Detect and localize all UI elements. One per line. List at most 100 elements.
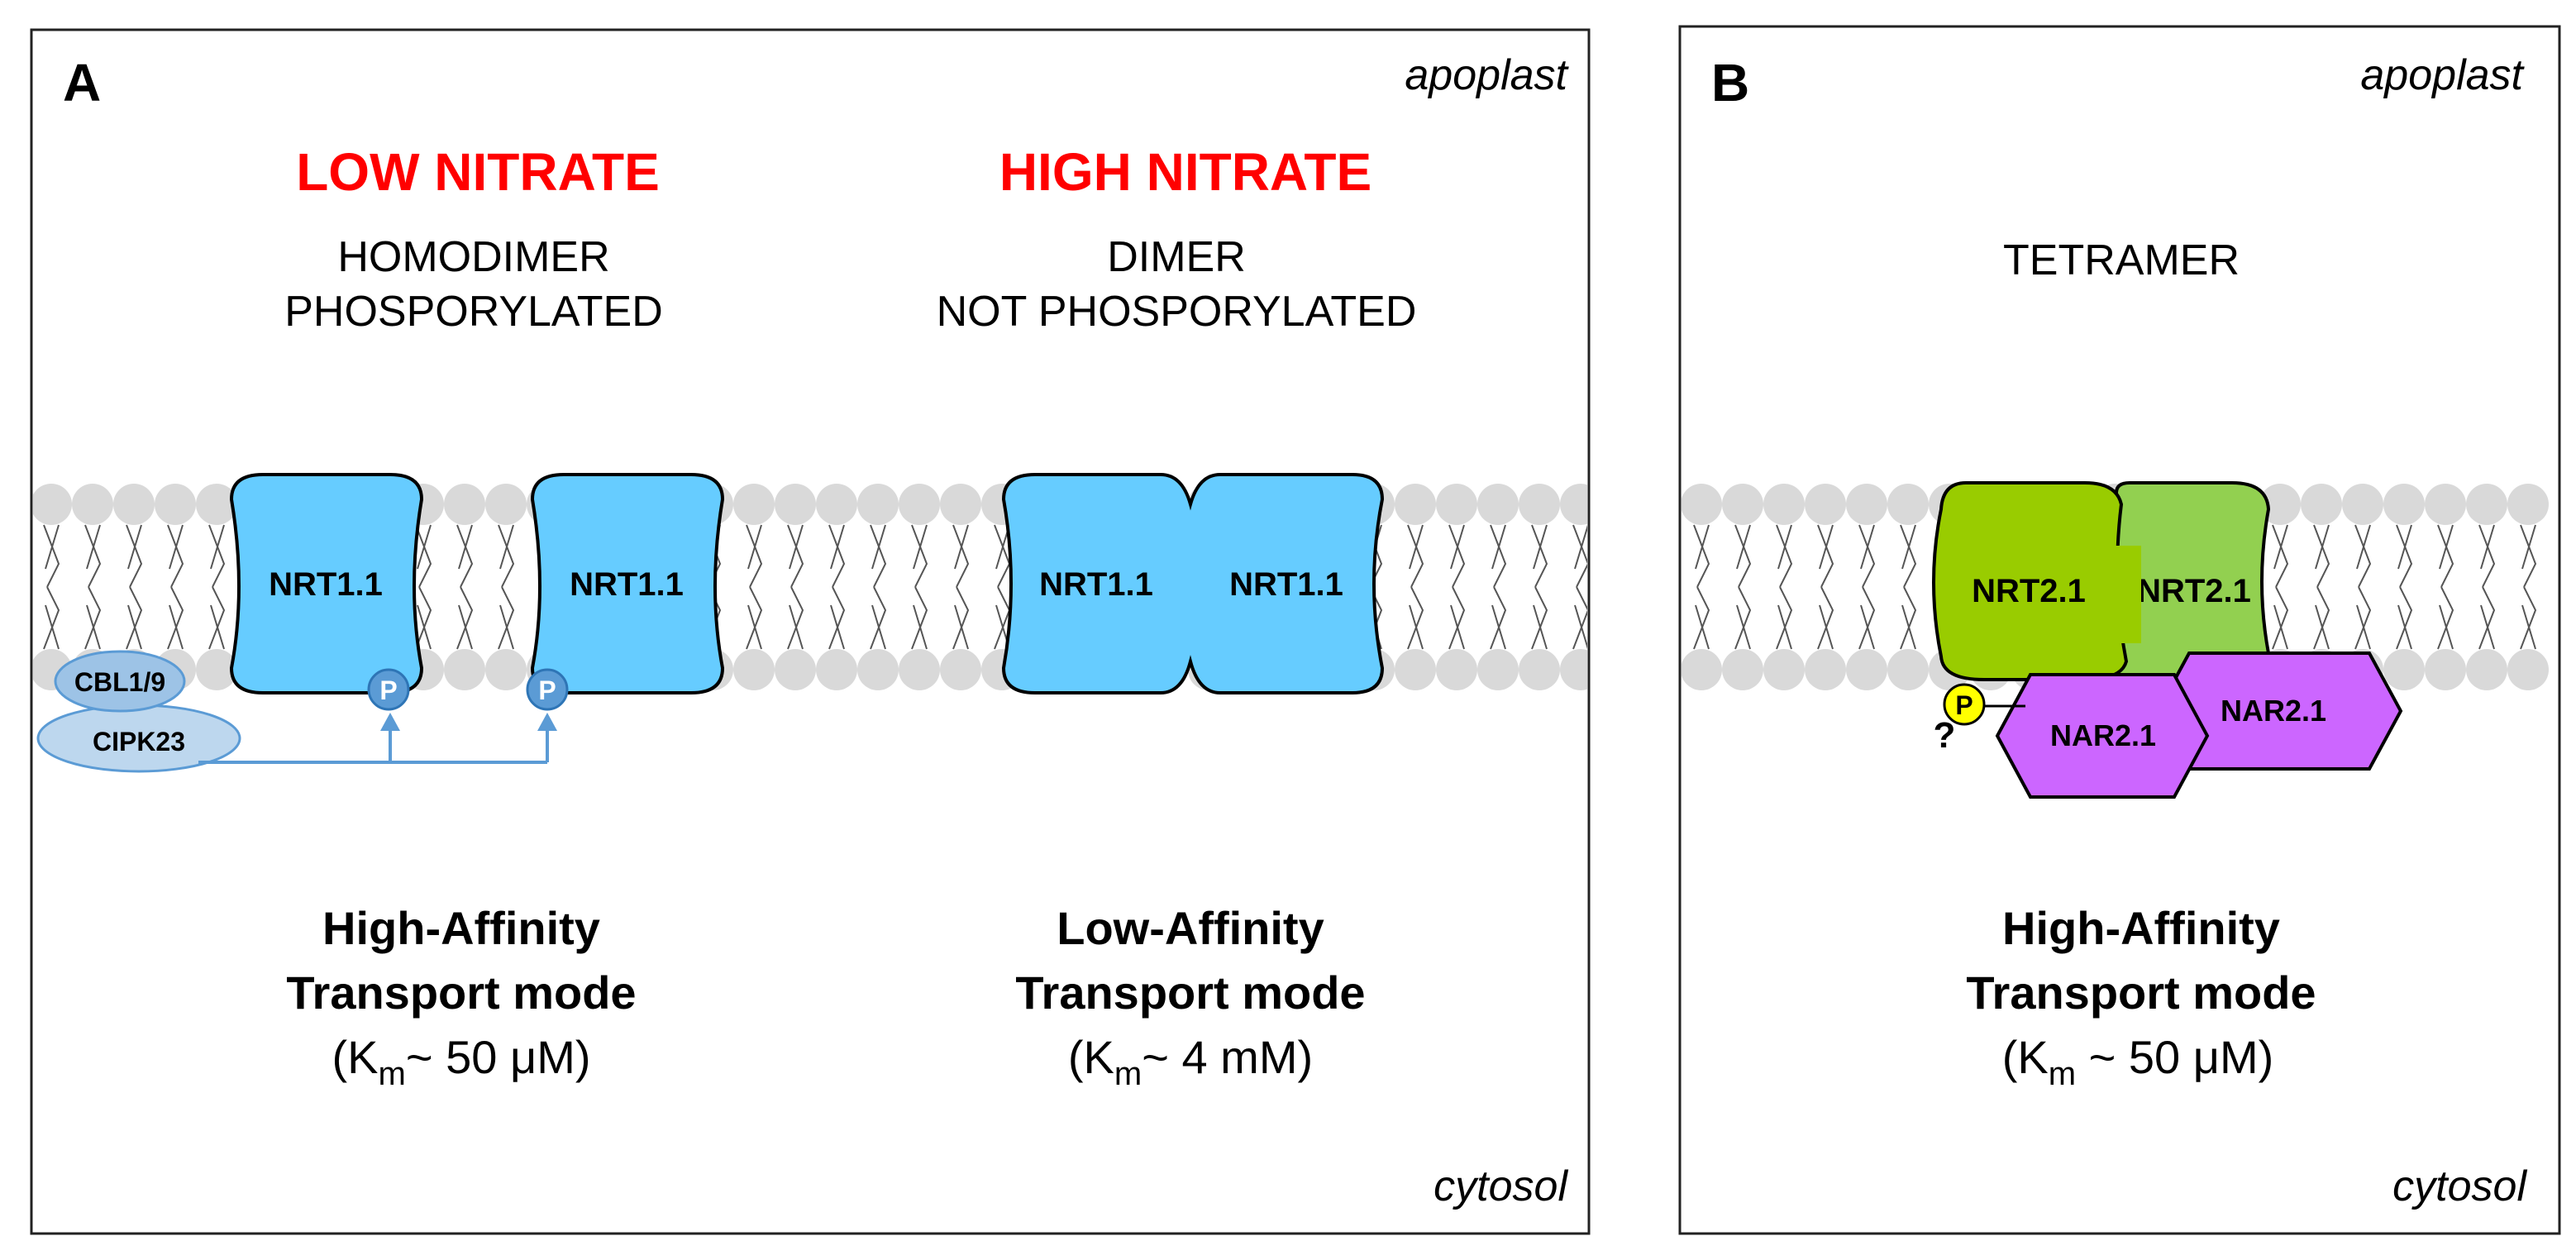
low-nitrate-title: LOW NITRATE: [296, 142, 660, 202]
lipid-tail: [2396, 524, 2413, 650]
lipid-tail: [2520, 524, 2537, 650]
lipid-head: [1682, 484, 1722, 525]
nar2-left-label: NAR2.1: [2050, 718, 2156, 752]
lipid-head: [196, 484, 237, 525]
high-km-sub: m: [1114, 1056, 1142, 1092]
lipid-tail: [870, 524, 887, 650]
lipid-head: [2466, 649, 2507, 690]
phospho-question: ?: [1934, 715, 1956, 756]
lipid-head: [775, 484, 816, 525]
low-km-open: (K: [332, 1031, 379, 1083]
lipid-head: [1560, 484, 1587, 525]
lipid-head: [1763, 484, 1805, 525]
lipid-tail: [415, 524, 432, 650]
lipid-head: [2301, 484, 2342, 525]
lipid-head: [1395, 649, 1436, 690]
arrowhead-left: [380, 713, 400, 731]
lipid-head: [733, 649, 775, 690]
lipid-head: [857, 484, 899, 525]
b-km-sub: m: [2049, 1056, 2076, 1092]
phospho-label-right: P: [538, 675, 556, 705]
lipid-tail: [2437, 524, 2454, 650]
low-km-value: ~ 50 μM): [406, 1031, 591, 1083]
lipid-head: [899, 649, 940, 690]
low-state-line1: HOMODIMER: [337, 233, 609, 281]
lipid-head: [155, 484, 196, 525]
panel-b: B apoplast cytosol TETRAMER NRT2.1 NRT2.…: [1678, 25, 2561, 1235]
b-mode-line2: Transport mode: [1966, 966, 2316, 1019]
lipid-tail: [43, 524, 60, 650]
lipid-head: [1805, 484, 1846, 525]
panel-b-apoplast-label: apoplast: [2360, 51, 2525, 99]
high-km-open: (K: [1068, 1031, 1114, 1083]
high-state-line1: DIMER: [1107, 233, 1246, 281]
nrt1-high-right-label: NRT1.1: [1229, 566, 1343, 603]
lipid-tail: [952, 524, 970, 650]
cipk23-label: CIPK23: [93, 727, 185, 756]
lipid-head: [1395, 484, 1436, 525]
lipid-head: [940, 484, 981, 525]
nrt2-overlap-fill: [2106, 546, 2141, 643]
lipid-head: [1722, 649, 1763, 690]
low-mode-line2: Transport mode: [286, 966, 636, 1019]
lipid-tail: [167, 524, 184, 650]
nrt1-high-left-label: NRT1.1: [1039, 566, 1153, 603]
panel-b-letter: B: [1711, 53, 1749, 112]
phospho-label-b: P: [1955, 690, 1973, 720]
panel-a-letter: A: [63, 53, 101, 112]
lipid-tail: [787, 524, 804, 650]
arrowhead-right: [537, 713, 557, 731]
low-state-line2: PHOSPORYLATED: [284, 288, 663, 336]
lipid-tail: [1817, 524, 1834, 650]
phospho-circle-b: [1943, 683, 1986, 726]
nrt2-right-label: NRT2.1: [2137, 573, 2251, 609]
lipid-tail: [1572, 524, 1587, 650]
lipid-tail: [1776, 524, 1793, 650]
high-mode-line1: Low-Affinity: [1057, 902, 1324, 954]
lipid-tail: [2272, 524, 2289, 650]
lipid-head: [857, 649, 899, 690]
high-km: (Km~ 4 mM): [1068, 1031, 1313, 1092]
phospho-label-left: P: [379, 675, 397, 705]
low-km: (Km~ 50 μM): [332, 1031, 591, 1092]
lipid-head: [2507, 484, 2549, 525]
high-state-line2: NOT PHOSPORYLATED: [937, 288, 1417, 336]
lipid-head: [196, 649, 237, 690]
b-km-value: ~ 50 μM): [2076, 1031, 2273, 1083]
lipid-head: [2507, 649, 2549, 690]
lipid-tail: [2478, 524, 2496, 650]
lipid-head: [816, 649, 857, 690]
lipid-head: [2383, 649, 2425, 690]
phospho-circle-right: [526, 668, 569, 711]
lipid-tail: [1448, 524, 1466, 650]
lipid-head: [816, 484, 857, 525]
lipid-tail: [1531, 524, 1548, 650]
lipid-head: [2342, 484, 2383, 525]
high-km-value: ~ 4 mM): [1142, 1031, 1313, 1083]
lipid-tail: [1734, 524, 1752, 650]
lipid-tail: [498, 524, 515, 650]
lipid-head: [1887, 484, 1929, 525]
panel-a-cytosol-label: cytosol: [1433, 1162, 1568, 1210]
lipid-head: [33, 484, 72, 525]
lipid-head: [1560, 649, 1587, 690]
cbl-shape: [54, 650, 186, 713]
nrt1-low-right-shape: [530, 473, 725, 694]
lipid-tail: [2313, 524, 2330, 650]
lipid-head: [775, 649, 816, 690]
lipid-tail: [1858, 524, 1876, 650]
nrt1-low-right-label: NRT1.1: [570, 566, 684, 603]
lipid-head: [2466, 484, 2507, 525]
lipid-head: [1436, 484, 1477, 525]
lipid-head: [1436, 649, 1477, 690]
lipid-head: [2425, 649, 2466, 690]
lipid-head: [2259, 484, 2301, 525]
lipid-head: [1682, 649, 1722, 690]
lipid-head: [485, 484, 527, 525]
lipid-head: [1805, 649, 1846, 690]
lipid-tail: [1900, 524, 1917, 650]
high-mode-line2: Transport mode: [1015, 966, 1365, 1019]
nrt1-low-left-label: NRT1.1: [269, 566, 383, 603]
lipid-head: [1887, 649, 1929, 690]
